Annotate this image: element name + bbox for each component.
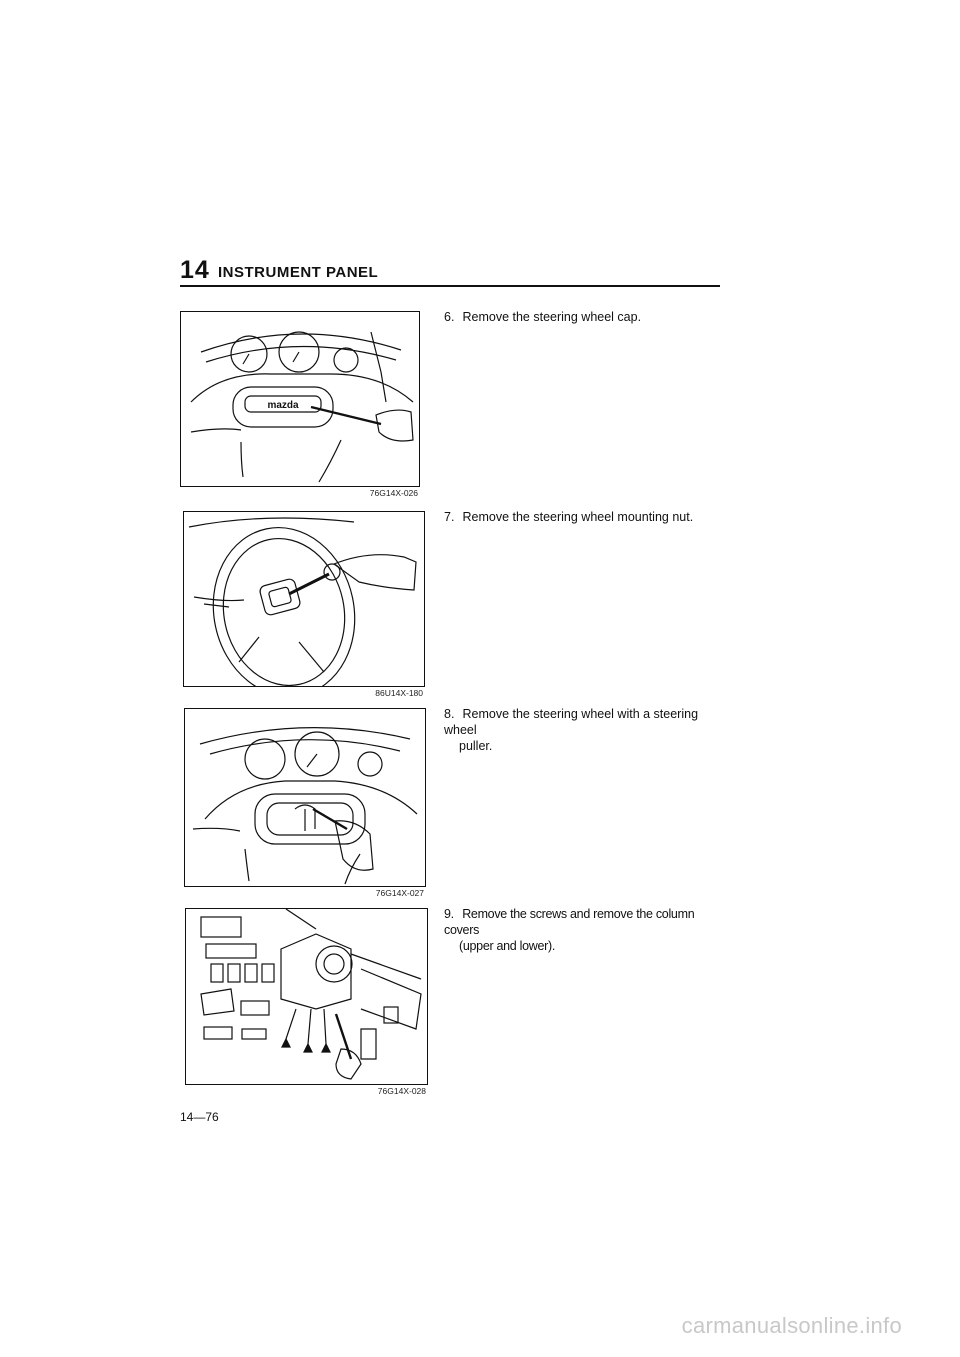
step-9: 9. Remove the screws and remove the colu… [444,906,729,954]
step-number: 6. [444,310,455,324]
step-number: 8. [444,707,455,721]
step-number: 9. [444,907,454,921]
chapter-number: 14 [180,256,210,284]
figure-code: 86U14X-180 [375,688,423,698]
step-text-line2: (upper and lower). [459,939,556,953]
step-text-line2: puller. [459,739,493,753]
step-number: 7. [444,510,455,524]
header-rule [180,285,720,287]
step-7: 7. Remove the steering wheel mounting nu… [444,509,729,525]
wheel-puller-illustration [192,727,418,885]
figure-column-covers [185,908,428,1085]
figure-code: 76G14X-026 [369,488,418,498]
mounting-nut-illustration [188,517,417,686]
step-8: 8. Remove the steering wheel with a stee… [444,706,729,754]
step-text: Remove the steering wheel cap. [462,310,642,324]
watermark: carmanualsonline.info [681,1313,902,1338]
step-text-line1: Remove the screws and remove the column … [444,907,695,937]
figure-mounting-nut [183,511,425,687]
step-6: 6. Remove the steering wheel cap. [444,309,729,325]
chapter-title: INSTRUMENT PANEL [218,264,379,281]
figure-steering-wheel-cap: mazda [180,311,420,487]
figure-code: 76G14X-027 [375,888,424,898]
figure-wheel-puller [184,708,426,887]
column-covers-illustration [200,909,422,1080]
step-text-line1: Remove the steering wheel with a steerin… [444,707,699,737]
mazda-logo-text: mazda [267,400,299,411]
steering-wheel-cap-illustration: mazda [190,331,414,483]
step-text: Remove the steering wheel mounting nut. [462,510,694,524]
figure-code: 76G14X-028 [377,1086,426,1096]
page-number: 14—76 [180,1110,219,1124]
